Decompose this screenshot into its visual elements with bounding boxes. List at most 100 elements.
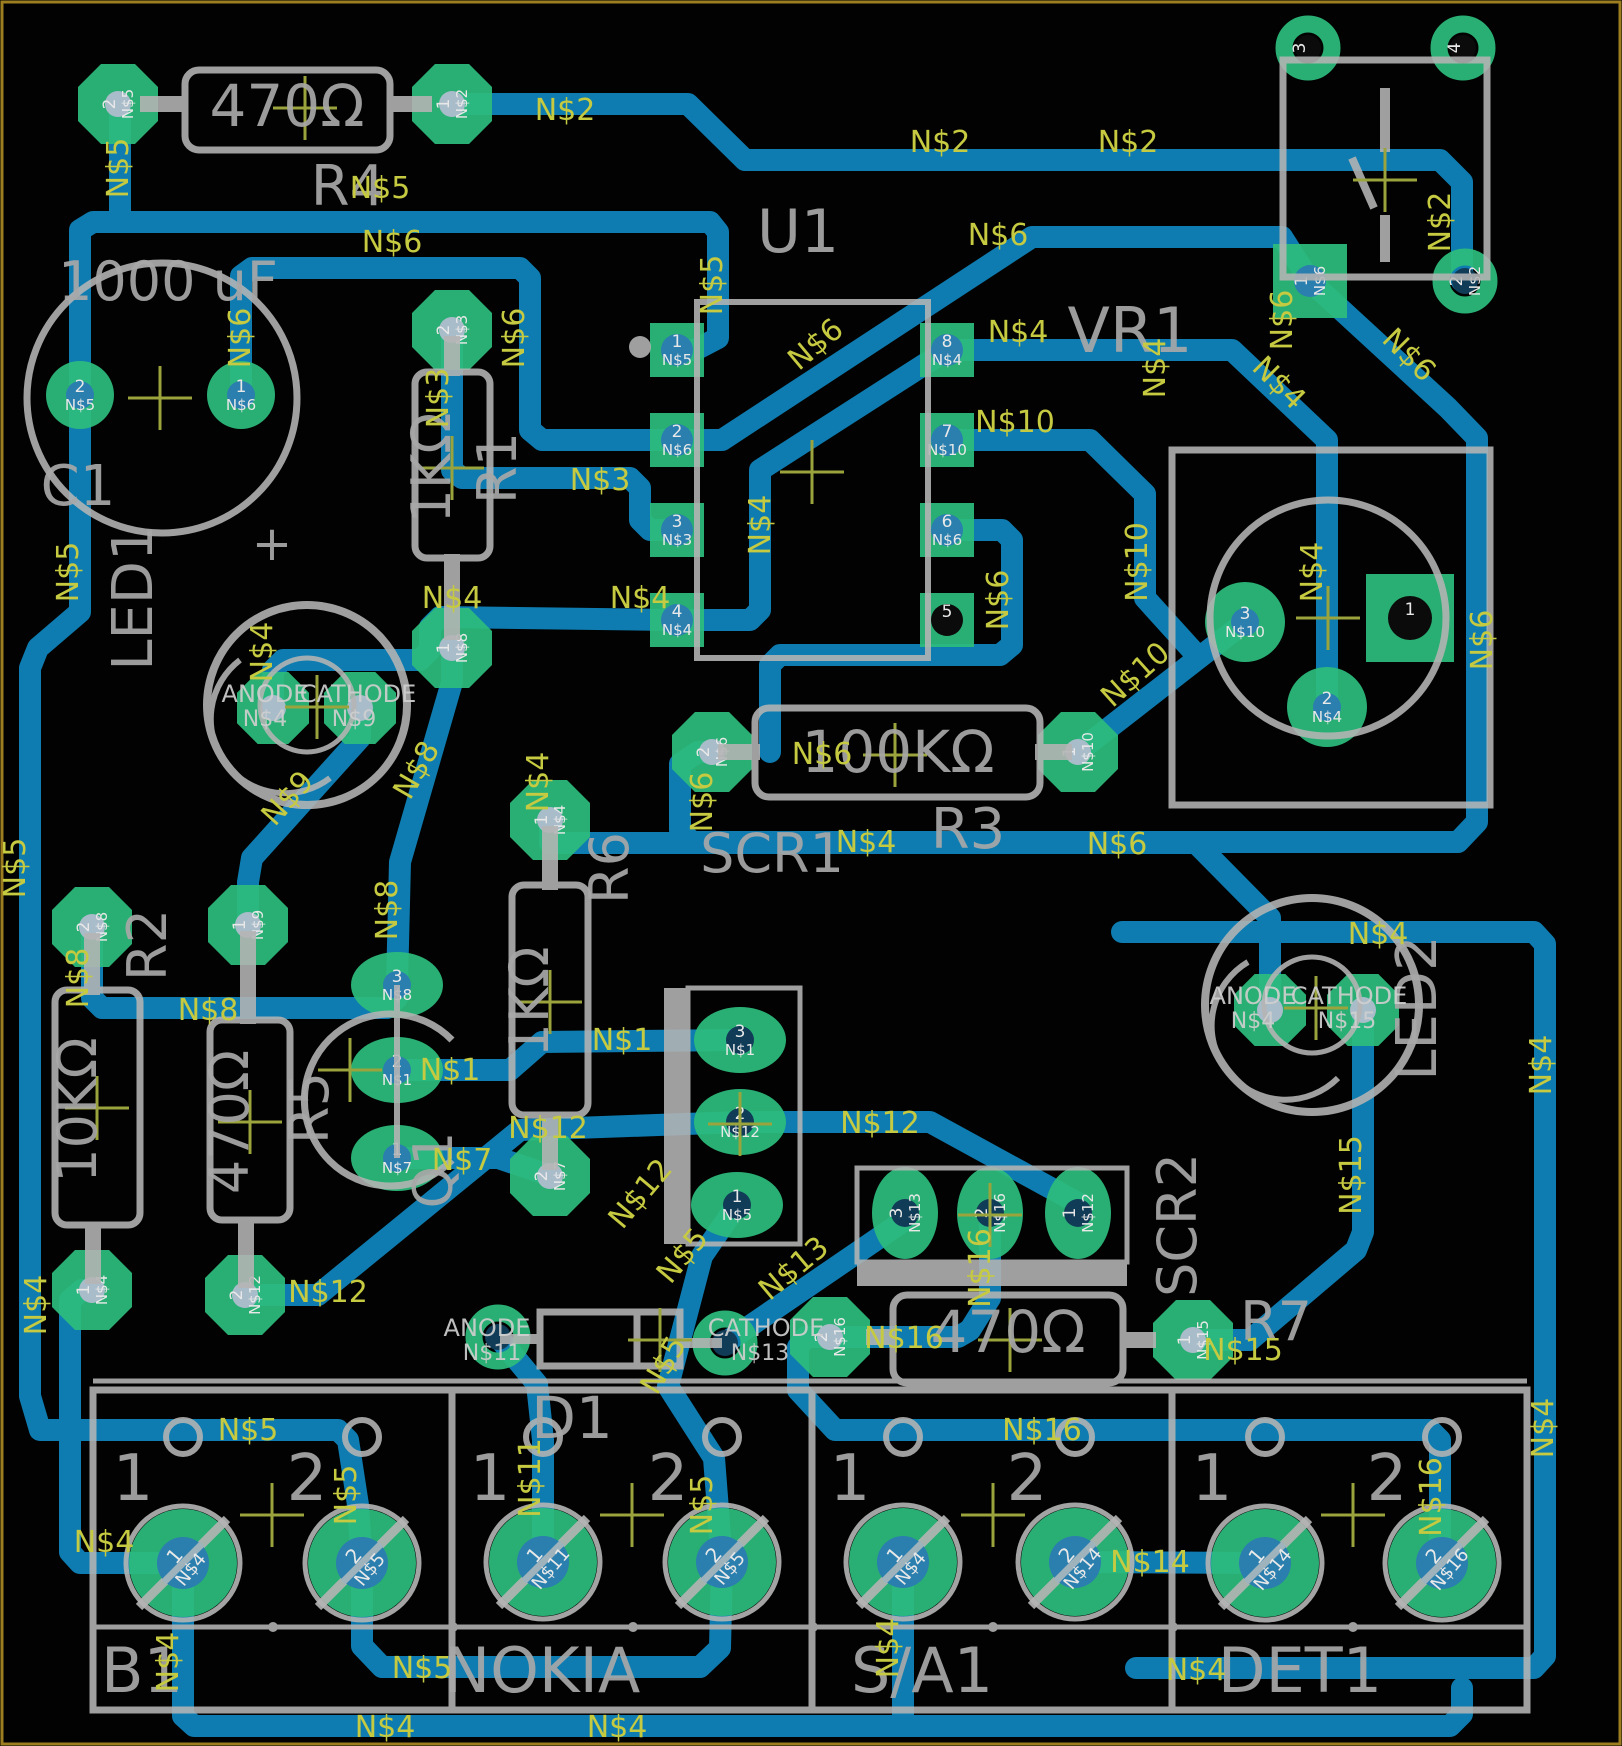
svg-text:1: 1	[672, 332, 683, 352]
pad-NOKIA-2[interactable]: 2N$5	[662, 1502, 782, 1622]
pad-SA1-2[interactable]: 2N$14	[1015, 1502, 1135, 1622]
svg-text:1: 1	[1292, 276, 1312, 287]
svg-text:N$5: N$5	[65, 396, 95, 414]
pad-SCR1-3[interactable]: 3N$1	[694, 1007, 786, 1073]
svg-text:3: 3	[1290, 43, 1310, 54]
net-label: N$4	[1348, 917, 1409, 952]
pad-LED1-x[interactable]	[237, 672, 309, 744]
net-label: N$10	[975, 405, 1055, 440]
led1-outline[interactable]	[203, 601, 411, 809]
pad-C1-2[interactable]: 2N$5	[46, 361, 114, 429]
trace-N4[interactable]	[666, 339, 958, 631]
trace-N6[interactable]	[230, 257, 688, 451]
net-label: N$4	[74, 1525, 135, 1560]
terminal-blocks-outline[interactable]	[89, 1378, 1531, 1714]
trace-N4[interactable]	[539, 815, 1281, 1021]
u1-ic-outline[interactable]	[629, 299, 931, 661]
separator-dots	[268, 1622, 1358, 1632]
svg-text:2: 2	[227, 1290, 247, 1301]
origin-crosshairs	[65, 76, 1417, 1547]
crosshair	[240, 1483, 304, 1547]
net-label: N$4	[1295, 542, 1330, 603]
vr1-outline[interactable]	[1168, 446, 1494, 809]
svg-text:1: 1	[1405, 600, 1416, 620]
crosshair	[285, 675, 349, 739]
scr1-outline[interactable]	[664, 985, 803, 1247]
silk-text: 1	[113, 1442, 154, 1516]
trace-N1[interactable]	[386, 1029, 751, 1081]
silk-text: CATHODE	[300, 680, 417, 708]
scr2-outline[interactable]	[854, 1165, 1130, 1286]
r6-resistor-outline[interactable]	[508, 826, 592, 1170]
pad-SA1-1[interactable]: 1N$4	[843, 1502, 963, 1622]
pad-SW-4[interactable]: 4	[1430, 15, 1496, 81]
trace-N4[interactable]	[936, 339, 1338, 718]
pad-LED2-x[interactable]	[1327, 974, 1399, 1046]
silk-text: LED2	[1385, 935, 1450, 1080]
q1-transistor-outline[interactable]	[300, 985, 455, 1190]
pad-VR1-3[interactable]: 3N$10	[1205, 582, 1285, 662]
pad-NOKIA-1[interactable]: 1N$11	[483, 1502, 603, 1622]
trace-N5[interactable]	[351, 1551, 733, 1678]
r1-resistor-outline[interactable]	[411, 336, 494, 640]
trace-N4[interactable]	[1111, 921, 1556, 1679]
silk-text: R7	[1240, 1290, 1312, 1353]
r2-resistor-outline[interactable]	[51, 933, 144, 1284]
trace-N10[interactable]	[936, 429, 1203, 661]
pad-SCR1-1[interactable]: 1N$5	[691, 1172, 783, 1238]
svg-text:3: 3	[1240, 604, 1251, 624]
pad-B1-2[interactable]: 2N$5	[302, 1503, 422, 1623]
net-label: N$16	[1414, 1457, 1449, 1537]
net-label: N$7	[432, 1143, 493, 1178]
trace-N3[interactable]	[441, 319, 688, 541]
pad-VR1-2[interactable]: 2N$4	[1287, 667, 1367, 747]
svg-text:N$10: N$10	[1079, 732, 1097, 772]
r4-resistor-outline[interactable]	[140, 66, 432, 154]
r3-resistor-outline[interactable]	[718, 704, 1072, 801]
led2-outline[interactable]	[1201, 894, 1423, 1116]
switch-outline[interactable]	[1279, 56, 1491, 281]
svg-text:2: 2	[672, 422, 683, 442]
pad-DET1-2[interactable]: 2N$16	[1382, 1503, 1502, 1623]
pad-DET1-1[interactable]: 1N$14	[1205, 1503, 1325, 1623]
trace-N5[interactable]	[657, 1194, 748, 1573]
trace-N5[interactable]	[19, 384, 373, 1574]
pad-B1-1[interactable]: 1N$4	[123, 1503, 243, 1623]
svg-text:2: 2	[434, 325, 454, 336]
silk-text: 2	[287, 1442, 328, 1516]
c1-capacitor-outline[interactable]	[23, 259, 301, 537]
svg-text:N$8: N$8	[453, 633, 471, 663]
trace-N2[interactable]	[441, 93, 1473, 292]
svg-text:N$5: N$5	[722, 1206, 752, 1224]
silk-text: R6	[578, 832, 641, 904]
net-label: N$8	[370, 880, 405, 941]
net-label: N$12	[508, 1111, 588, 1146]
svg-text:N$12: N$12	[1079, 1193, 1097, 1233]
svg-text:1: 1	[434, 643, 454, 654]
pad-C1-1[interactable]: 1N$6	[207, 361, 275, 429]
svg-text:N$13: N$13	[906, 1193, 924, 1233]
net-label: N$5	[101, 138, 136, 199]
r5-resistor-outline[interactable]	[206, 931, 294, 1288]
svg-text:3: 3	[887, 1208, 907, 1219]
net-label: N$15	[1203, 1333, 1283, 1368]
pad-SW-3[interactable]: 3	[1275, 15, 1341, 81]
trace-N6[interactable]	[759, 519, 1023, 763]
crosshair	[863, 723, 927, 787]
